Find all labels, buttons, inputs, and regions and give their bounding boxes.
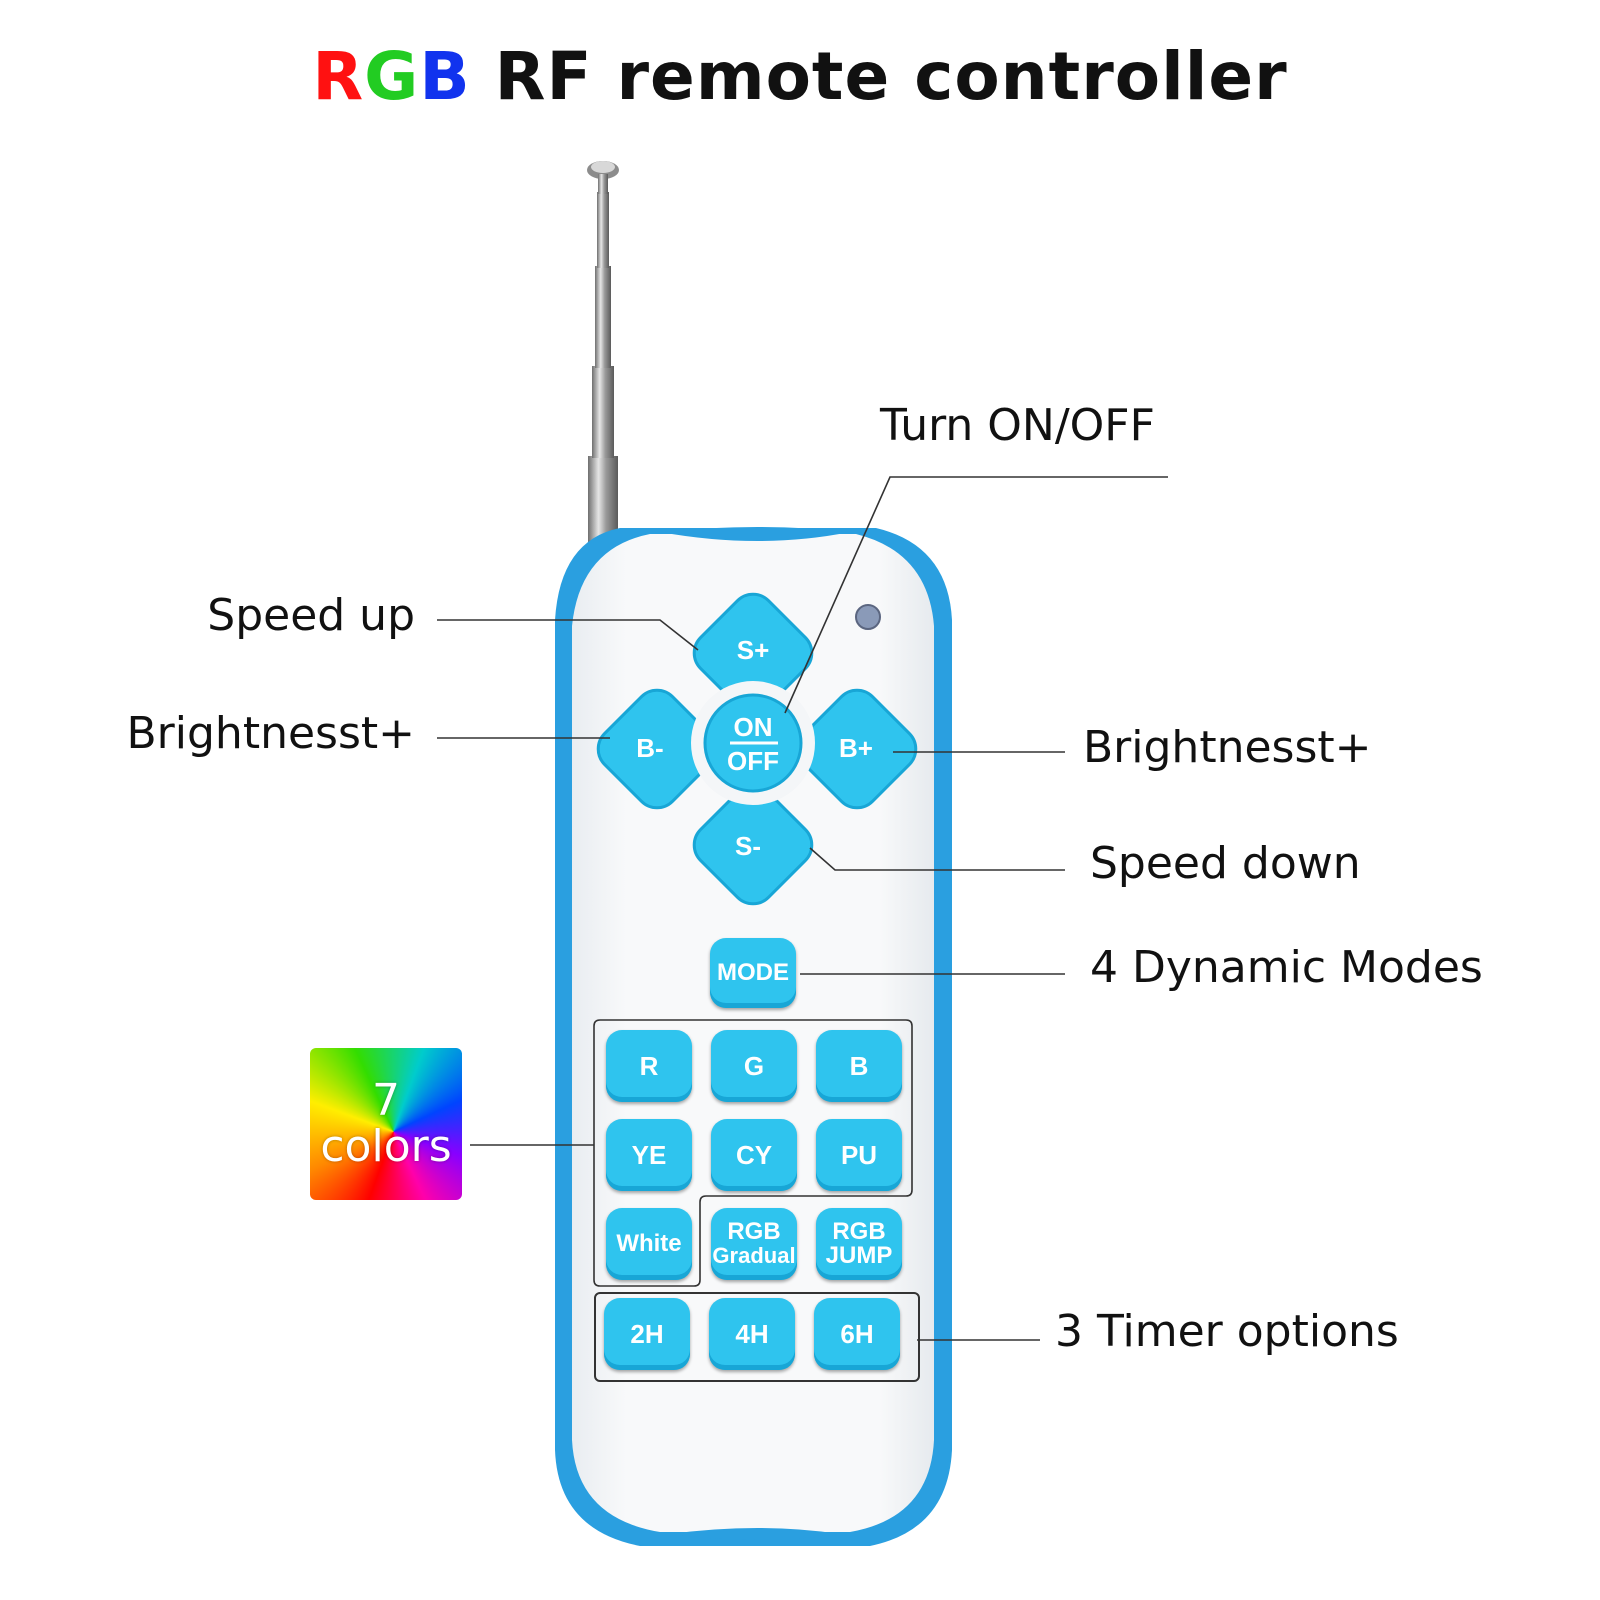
timer-4h-button[interactable]: 4H — [709, 1298, 795, 1370]
page-title: RGB RF remote controller — [0, 38, 1600, 115]
rgb-gradual-line2: Gradual — [712, 1243, 796, 1268]
label-dynamic-modes: 4 Dynamic Modes — [1090, 942, 1483, 993]
color-key-ye[interactable]: YE — [606, 1119, 692, 1191]
color-key-cy[interactable]: CY — [711, 1119, 797, 1191]
rgb-gradual-line1: RGB — [727, 1218, 781, 1245]
color-keys-group-outline — [593, 1019, 913, 1287]
label-speed-up: Speed up — [207, 590, 415, 641]
speed-up-button[interactable]: S+ — [713, 626, 793, 674]
color-key-g[interactable]: G — [711, 1030, 797, 1102]
color-key-label: YE — [631, 1140, 667, 1170]
timer-label: 6H — [840, 1319, 874, 1349]
mode-button[interactable]: MODE — [710, 938, 796, 1008]
led-indicator — [855, 604, 881, 630]
rgb-jump-line2: JUMP — [825, 1242, 893, 1269]
mode-label: MODE — [717, 959, 789, 986]
label-brightness-left: Brightnesst+ — [126, 708, 416, 759]
rgb-gradual-button[interactable]: RGB Gradual — [711, 1208, 797, 1280]
label-timer-options: 3 Timer options — [1055, 1306, 1399, 1357]
leader-lines — [437, 476, 1168, 1341]
timer-2h-button[interactable]: 2H — [604, 1298, 690, 1370]
speed-up-label: S+ — [736, 634, 770, 665]
color-key-white[interactable]: White — [606, 1208, 692, 1280]
color-key-r[interactable]: R — [606, 1030, 692, 1102]
antenna — [587, 161, 619, 542]
speed-down-button[interactable]: S- — [708, 822, 788, 870]
color-key-label: G — [743, 1051, 765, 1081]
on-label: ON — [733, 712, 773, 742]
seven-colors-badge: 7 colors — [310, 1048, 462, 1200]
color-key-label: White — [616, 1230, 682, 1257]
rgb-jump-button[interactable]: RGB JUMP — [816, 1208, 902, 1280]
title-letter-r: R — [312, 38, 365, 115]
label-speed-down: Speed down — [1090, 838, 1361, 889]
color-key-b[interactable]: B — [816, 1030, 902, 1102]
badge-text: colors — [320, 1121, 452, 1172]
title-rest: RF remote controller — [470, 38, 1288, 115]
speed-down-label: S- — [735, 830, 761, 861]
timer-label: 4H — [735, 1319, 769, 1349]
on-off-button[interactable]: ON OFF — [713, 706, 793, 782]
title-letter-b: B — [419, 38, 471, 115]
rgb-jump-line1: RGB — [832, 1218, 886, 1245]
color-key-label: B — [849, 1051, 869, 1081]
off-label: OFF — [727, 746, 779, 776]
title-letter-g: G — [364, 38, 420, 115]
color-key-label: R — [639, 1051, 659, 1081]
brightness-down-label: B- — [636, 732, 664, 763]
color-key-pu[interactable]: PU — [816, 1119, 902, 1191]
dpad-shapes — [596, 592, 918, 906]
brightness-up-button[interactable]: B+ — [816, 724, 896, 772]
brightness-up-label: B+ — [839, 732, 873, 763]
color-key-label: PU — [840, 1140, 878, 1170]
color-key-label: CY — [735, 1140, 773, 1170]
brightness-down-button[interactable]: B- — [610, 724, 690, 772]
timer-keys-group — [594, 1292, 920, 1382]
timer-6h-button[interactable]: 6H — [814, 1298, 900, 1370]
timer-label: 2H — [630, 1319, 664, 1349]
badge-number: 7 — [372, 1075, 400, 1126]
label-turn-on-off: Turn ON/OFF — [880, 400, 1155, 451]
label-brightness-right: Brightnesst+ — [1083, 722, 1372, 773]
